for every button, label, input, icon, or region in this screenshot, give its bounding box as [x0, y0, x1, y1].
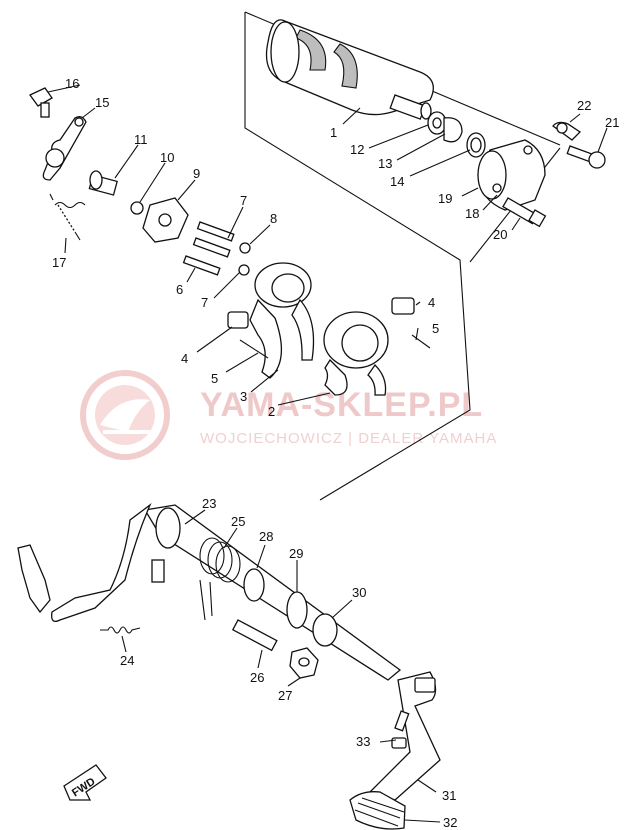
- callout-30: 30: [352, 585, 366, 600]
- callout-13: 13: [378, 156, 392, 171]
- stud-bolt: [231, 619, 319, 679]
- callout-11: 11: [134, 132, 148, 147]
- callout-23: 23: [202, 496, 216, 511]
- callout-10: 10: [160, 150, 174, 165]
- callout-1: 1: [330, 125, 337, 140]
- callout-32: 32: [443, 815, 457, 830]
- callout-9: 9: [193, 166, 200, 181]
- shift-drum: [265, 19, 434, 120]
- callout-4b: 4: [428, 295, 435, 310]
- callout-26: 26: [250, 670, 264, 685]
- callout-4a: 4: [181, 351, 188, 366]
- shift-segment: [88, 170, 189, 243]
- callout-5b: 5: [432, 321, 439, 336]
- callout-3: 3: [240, 389, 247, 404]
- shift-fork-2: [323, 311, 389, 396]
- callout-29: 29: [289, 546, 303, 561]
- callout-33: 33: [356, 734, 370, 749]
- drum-pins: [182, 221, 251, 276]
- fork-rollers: [227, 297, 431, 359]
- callout-numbers: 1 2 3 4 4 5 5 6 7 7 8 9 10 11 12 13 14 1…: [52, 76, 619, 830]
- watermark-subtitle: WOJCIECHOWICZ | DEALER YAMAHA: [200, 430, 497, 447]
- return-spring: [100, 626, 141, 634]
- callout-7b: 7: [201, 295, 208, 310]
- callout-15: 15: [95, 95, 109, 110]
- forward-arrow: FWD: [63, 764, 107, 801]
- neutral-switch: [477, 139, 547, 228]
- callout-8: 8: [270, 211, 277, 226]
- shift-shaft: [17, 503, 402, 681]
- drum-washers: [427, 111, 486, 158]
- stopper-lever: [29, 87, 87, 241]
- watermark: YAMA-SKLEP.PL WOJCIECHOWICZ | DEALER YAM…: [80, 370, 497, 460]
- callout-31: 31: [442, 788, 456, 803]
- callout-6: 6: [176, 282, 183, 297]
- shift-pedal: [349, 671, 441, 830]
- callout-27: 27: [278, 688, 292, 703]
- callout-25: 25: [231, 514, 245, 529]
- callout-16: 16: [65, 76, 79, 91]
- callout-20: 20: [493, 227, 507, 242]
- callout-18: 18: [465, 206, 479, 221]
- callout-28: 28: [259, 529, 273, 544]
- shift-fork-3: [249, 262, 315, 379]
- leader-lines: [47, 84, 608, 823]
- callout-17: 17: [52, 255, 66, 270]
- watermark-logo: [80, 370, 170, 460]
- shaft-washers: [243, 568, 338, 647]
- callout-5a: 5: [211, 371, 218, 386]
- lead-clip: [552, 121, 606, 169]
- callout-22: 22: [577, 98, 591, 113]
- callout-7a: 7: [240, 193, 247, 208]
- callout-21: 21: [605, 115, 619, 130]
- torsion-spring: [199, 537, 241, 621]
- callout-2: 2: [268, 404, 275, 419]
- callout-24: 24: [120, 653, 134, 668]
- callout-19: 19: [438, 191, 452, 206]
- callout-12: 12: [350, 142, 364, 157]
- callout-14: 14: [390, 174, 404, 189]
